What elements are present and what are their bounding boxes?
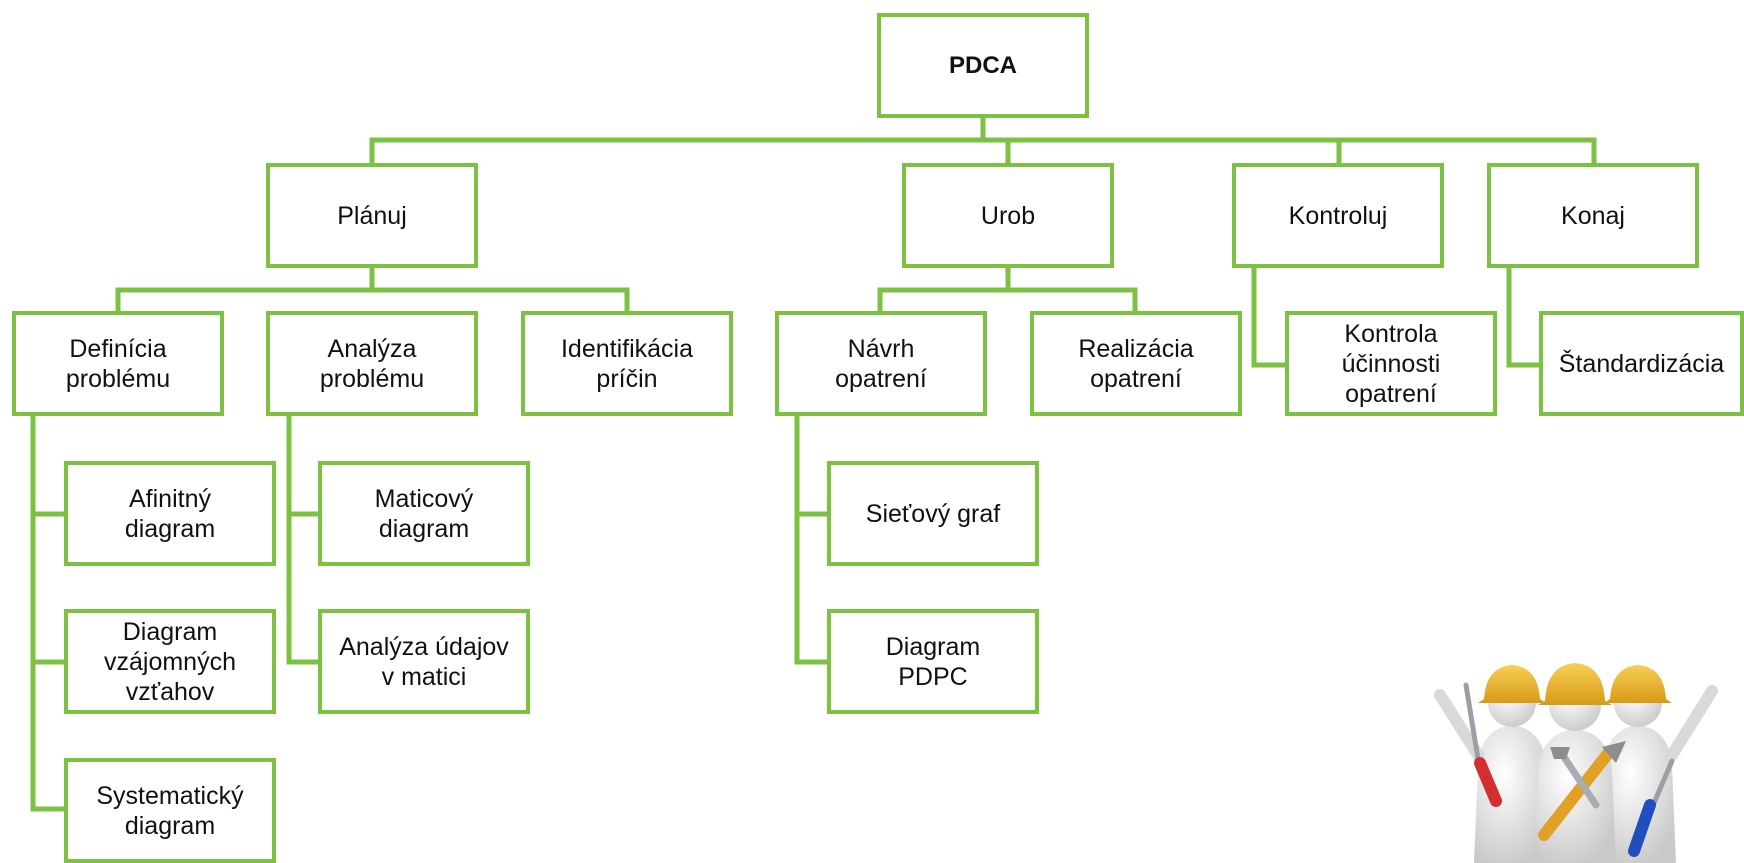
node-kontrola-ucinnosti: Kontrola účinnosti opatrení <box>1285 311 1497 416</box>
worker-middle <box>1534 663 1626 863</box>
node-maticovy-diagram: Maticový diagram <box>318 461 530 566</box>
node-diagram-vzajomnych-vztahov: Diagram vzájomných vzťahov <box>64 609 276 714</box>
node-standardizacia: Štandardizácia <box>1539 311 1744 416</box>
node-systematicky-diagram: Systematický diagram <box>64 758 276 863</box>
node-planuj: Plánuj <box>266 163 478 268</box>
node-analyza-problemu: Analýza problému <box>266 311 478 416</box>
node-konaj: Konaj <box>1487 163 1699 268</box>
node-realizacia-opatreni: Realizácia opatrení <box>1030 311 1242 416</box>
node-diagram-pdpc: Diagram PDPC <box>827 609 1039 714</box>
node-afinitny-diagram: Afinitný diagram <box>64 461 276 566</box>
node-pdca: PDCA <box>877 13 1089 118</box>
worker-right <box>1600 665 1718 863</box>
node-definicia-problemu: Definícia problému <box>12 311 224 416</box>
node-navrh-opatreni: Návrh opatrení <box>775 311 987 416</box>
node-sietovy-graf: Sieťový graf <box>827 461 1039 566</box>
three-workers-with-tools-icon <box>1434 663 1718 863</box>
node-analyza-udajov-v-matici: Analýza údajov v matici <box>318 609 530 714</box>
node-urob: Urob <box>902 163 1114 268</box>
node-kontroluj: Kontroluj <box>1232 163 1444 268</box>
node-identifikacia-pricin: Identifikácia príčin <box>521 311 733 416</box>
worker-left <box>1434 665 1550 863</box>
